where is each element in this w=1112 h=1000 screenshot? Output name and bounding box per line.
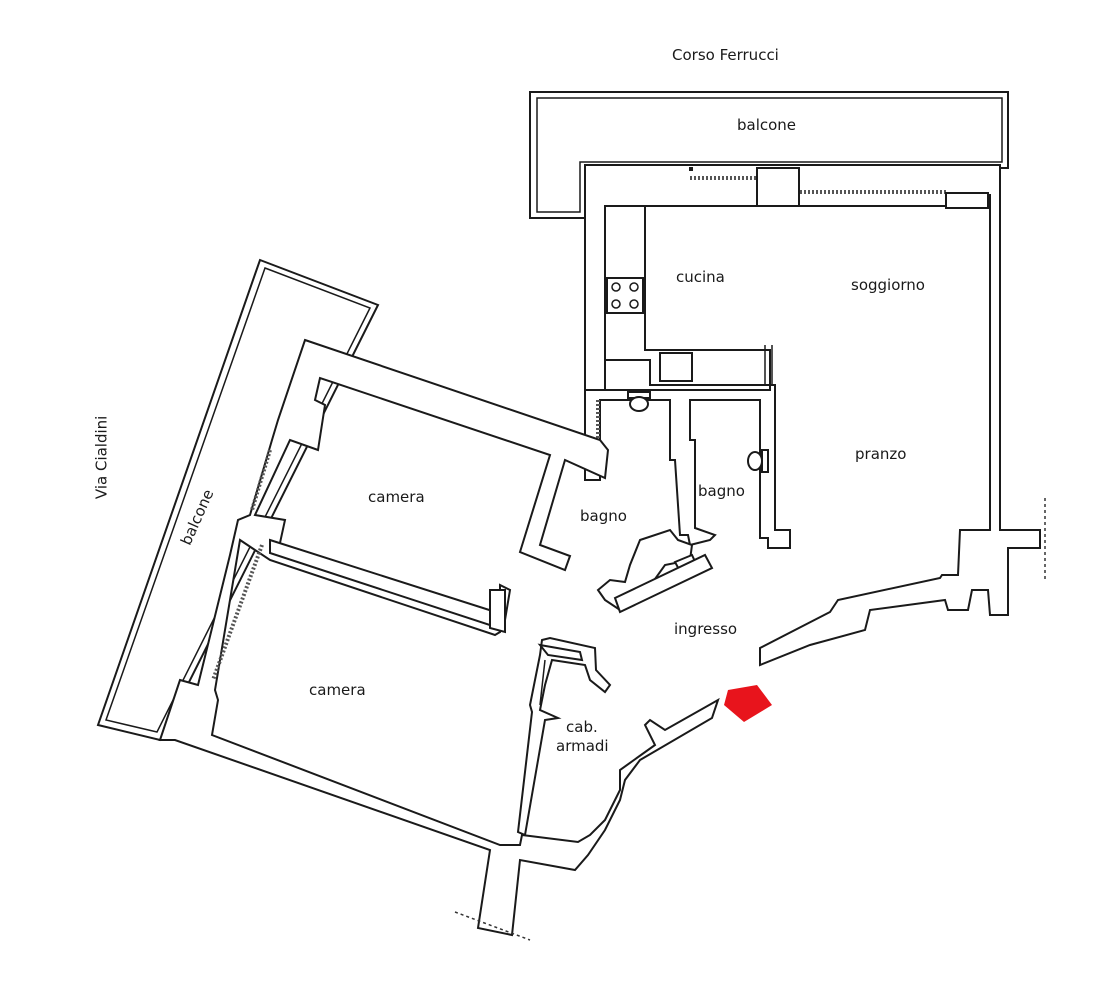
bathroom-walls [584, 384, 791, 614]
room-label-bagno-1: bagno [580, 507, 627, 525]
room-label-balcone-top: balcone [737, 116, 797, 134]
left-wing-walls [158, 338, 720, 937]
street-label-left: Via Cialdini [92, 415, 111, 500]
street-label-top: Corso Ferrucci [672, 46, 779, 64]
room-label-bagno-2: bagno [698, 482, 745, 500]
room-label-ingresso: ingresso [674, 620, 738, 638]
room-label-pranzo: pranzo [855, 445, 907, 463]
toilet-icon [747, 449, 769, 473]
sink-icon [659, 352, 693, 382]
room-label-soggiorno: soggiorno [851, 276, 925, 294]
room-label-camera-1: camera [368, 488, 425, 506]
toilet-icon [627, 391, 651, 412]
room-label-camera-2: camera [309, 681, 366, 699]
cabina-armadi-walls [516, 636, 612, 837]
room-label-cucina: cucina [676, 268, 725, 286]
room-label-cabina-2: armadi [556, 737, 609, 755]
balcone-left-outline [96, 258, 380, 742]
landing-hints [454, 498, 1046, 941]
stove-icon [606, 277, 644, 314]
kitchen-counter [604, 205, 773, 386]
entrance-arrow-icon [724, 685, 772, 722]
room-label-cabina-1: cab. [566, 718, 598, 736]
